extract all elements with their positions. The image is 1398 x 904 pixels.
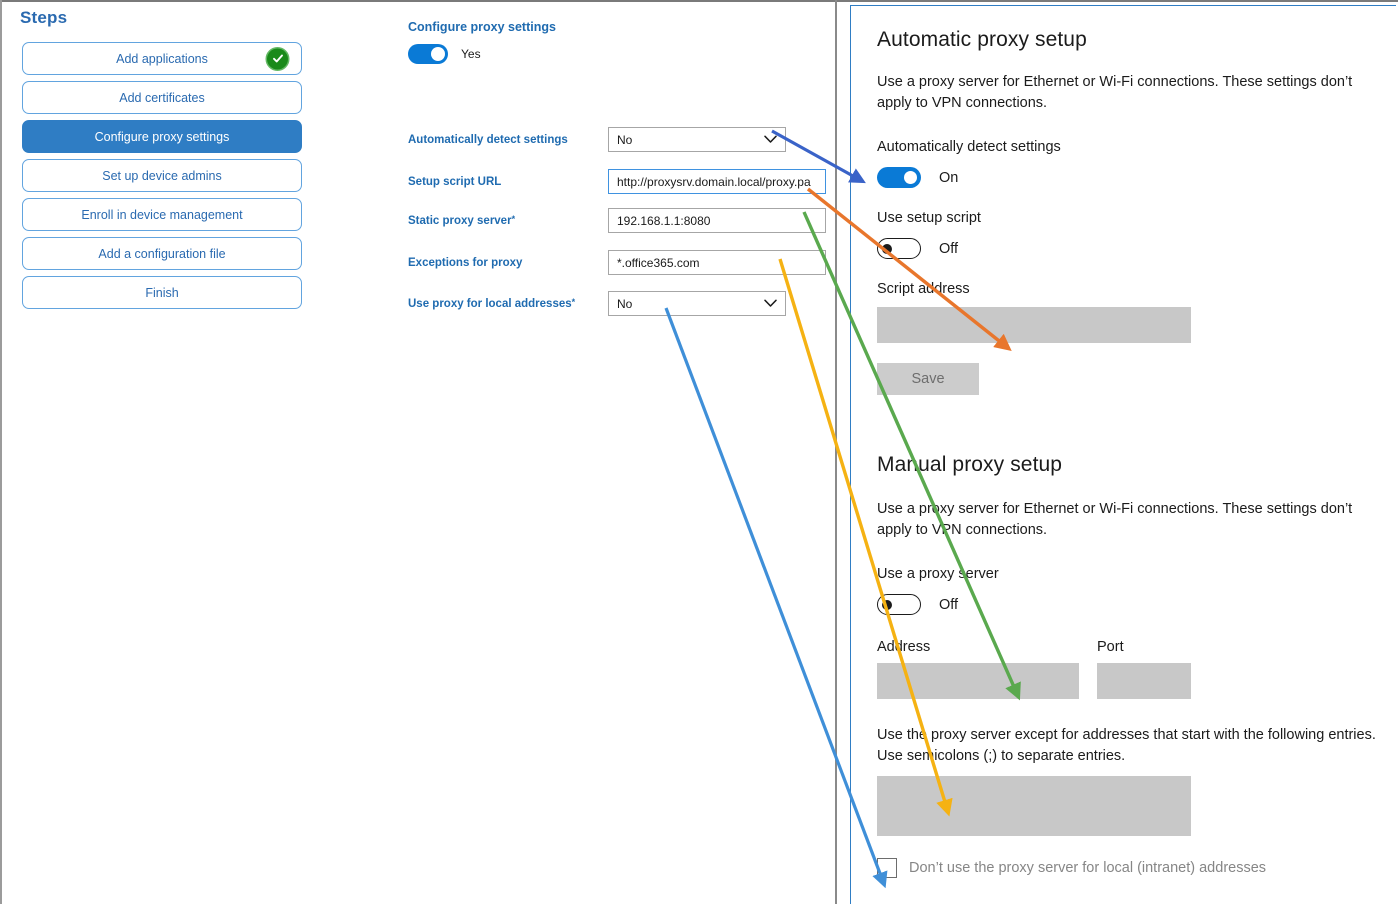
form-field-value: http://proxysrv.domain.local/proxy.pa — [617, 174, 811, 189]
automatically-detect-settings-state: On — [939, 169, 959, 186]
automatically-detect-settings-label: Automatically detect settings — [877, 139, 1061, 156]
use-a-proxy-server-label: Use a proxy server — [877, 566, 999, 583]
proxy-form-panel: Configure proxy settings Yes Automatical… — [400, 0, 830, 904]
automatically-detect-settings-toggle[interactable] — [877, 167, 921, 189]
use-setup-script-state: Off — [939, 240, 959, 257]
bypass-local-row: Don’t use the proxy server for local (in… — [877, 858, 1396, 879]
bypass-local-label: Don’t use the proxy server for local (in… — [909, 860, 1267, 877]
use-setup-script-row: Off — [877, 238, 1396, 260]
window-top-border — [0, 0, 1398, 2]
required-asterisk: * — [511, 214, 516, 224]
automatically-detect-settings-row: On — [877, 167, 1396, 189]
step-item-label: Finish — [145, 285, 179, 300]
step-item-label: Add applications — [116, 51, 208, 66]
step-item-3[interactable]: Set up device admins — [22, 159, 302, 192]
windows-proxy-settings-pane: Automatic proxy setup Use a proxy server… — [850, 5, 1396, 904]
script-address-input[interactable] — [877, 307, 1191, 344]
form-input-1[interactable]: http://proxysrv.domain.local/proxy.pa — [608, 169, 826, 194]
form-row-2: Static proxy server* 192.168.1.1:8080 — [408, 208, 828, 234]
address-port-row: Address Port — [877, 639, 1396, 700]
form-label-text: Use proxy for local addresses — [408, 298, 572, 310]
form-label-text: Static proxy server — [408, 215, 512, 227]
windows-pane-content: Automatic proxy setup Use a proxy server… — [877, 6, 1396, 879]
configure-proxy-toggle[interactable] — [408, 44, 448, 64]
step-item-6[interactable]: Finish — [22, 276, 302, 309]
vertical-divider — [835, 0, 837, 904]
window-left-border — [0, 0, 2, 904]
step-item-2[interactable]: Configure proxy settings — [22, 120, 302, 153]
use-a-proxy-server-row: Off — [877, 594, 1396, 616]
form-label-text: Setup script URL — [408, 176, 502, 188]
manual-proxy-setup-heading: Manual proxy setup — [877, 453, 1063, 477]
form-input-2[interactable]: 192.168.1.1:8080 — [608, 208, 826, 233]
step-item-label: Add certificates — [119, 90, 205, 105]
automatic-proxy-setup-heading: Automatic proxy setup — [877, 28, 1087, 51]
step-item-0[interactable]: Add applications — [22, 42, 302, 75]
step-item-label: Configure proxy settings — [94, 129, 230, 144]
form-label-1: Setup script URL — [408, 176, 501, 188]
form-row-1: Setup script URL http://proxysrv.domain.l… — [408, 169, 828, 195]
form-select-0[interactable]: No — [608, 127, 786, 152]
form-label-3: Exceptions for proxy — [408, 257, 522, 269]
check-circle-icon — [267, 48, 288, 69]
use-a-proxy-server-state: Off — [939, 596, 959, 613]
port-group: Port — [1097, 639, 1191, 700]
form-row-4: Use proxy for local addresses* No — [408, 291, 828, 317]
form-select-4[interactable]: No — [608, 291, 786, 316]
step-item-label: Add a configuration file — [98, 246, 226, 261]
save-button[interactable]: Save — [877, 363, 979, 396]
port-input[interactable] — [1097, 663, 1191, 700]
configure-proxy-toggle-row: Yes — [408, 44, 481, 64]
steps-title: Steps — [20, 8, 68, 27]
chevron-down-icon — [764, 133, 777, 147]
form-input-3[interactable]: *.office365.com — [608, 250, 826, 275]
manual-proxy-setup-description: Use a proxy server for Ethernet or Wi-Fi… — [877, 501, 1353, 538]
address-label: Address — [877, 639, 931, 656]
chevron-down-icon — [764, 297, 777, 311]
form-field-value: 192.168.1.1:8080 — [617, 213, 711, 228]
form-title: Configure proxy settings — [408, 20, 556, 34]
use-setup-script-label: Use setup script — [877, 210, 981, 227]
required-asterisk: * — [571, 297, 576, 307]
script-address-label: Script address — [877, 281, 970, 298]
automatic-proxy-setup-description: Use a proxy server for Ethernet or Wi-Fi… — [877, 74, 1353, 111]
proxy-exceptions-input[interactable] — [877, 776, 1191, 837]
form-label-2: Static proxy server* — [408, 214, 516, 228]
form-label-0: Automatically detect settings — [408, 134, 568, 146]
form-field-value: No — [617, 296, 633, 311]
port-label: Port — [1097, 639, 1124, 656]
form-field-value: *.office365.com — [617, 255, 700, 270]
step-item-1[interactable]: Add certificates — [22, 81, 302, 114]
form-row-3: Exceptions for proxy *.office365.com — [408, 250, 828, 276]
step-item-label: Enroll in device management — [81, 207, 243, 222]
form-row-0: Automatically detect settings No — [408, 127, 828, 153]
step-item-5[interactable]: Add a configuration file — [22, 237, 302, 270]
step-item-4[interactable]: Enroll in device management — [22, 198, 302, 231]
form-label-4: Use proxy for local addresses* — [408, 297, 576, 311]
bypass-local-checkbox[interactable] — [877, 858, 897, 879]
proxy-exceptions-description: Use the proxy server except for addresse… — [877, 727, 1376, 764]
form-field-value: No — [617, 132, 633, 147]
use-a-proxy-server-toggle[interactable] — [877, 594, 921, 616]
form-label-text: Automatically detect settings — [408, 134, 568, 146]
configure-proxy-toggle-label: Yes — [461, 47, 481, 61]
address-group: Address — [877, 639, 1079, 700]
step-item-label: Set up device admins — [102, 168, 222, 183]
use-setup-script-toggle[interactable] — [877, 238, 921, 260]
address-input[interactable] — [877, 663, 1079, 700]
form-label-text: Exceptions for proxy — [408, 257, 523, 269]
